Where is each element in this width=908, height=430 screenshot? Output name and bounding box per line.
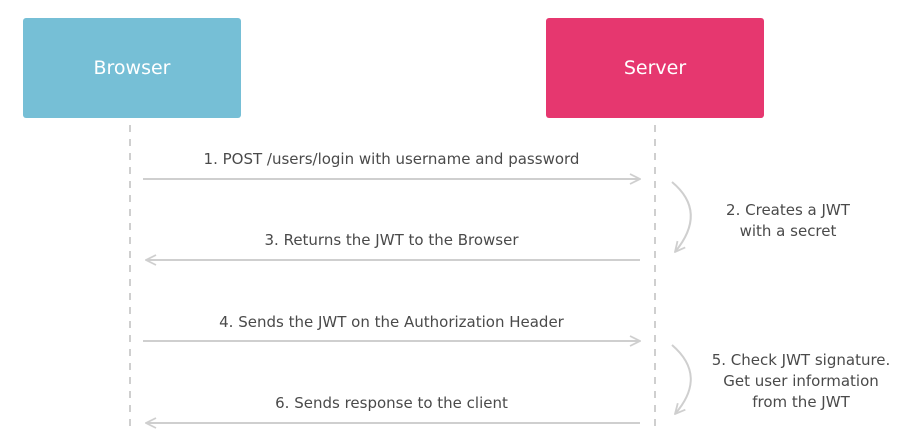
note-check-signature-line1: 5. Check JWT signature. [711,351,891,369]
self-arrow-2 [671,181,692,252]
self-arrow-5 [671,344,692,414]
server-participant: Server [546,18,764,118]
message-label-3: 3. Returns the JWT to the Browser [264,231,519,249]
note-create-jwt-line1: 2. Creates a JWT [726,201,850,219]
message-label-1: 1. POST /users/login with username and p… [203,150,580,168]
note-create-jwt-line2: with a secret [739,222,837,240]
browser-label: Browser [93,57,171,79]
note-check-signature-line2: Get user information [723,372,879,390]
server-label: Server [623,57,687,79]
browser-participant: Browser [23,18,241,118]
note-check-signature: 5. Check JWT signature. Get user informa… [700,350,902,413]
message-label-4: 4. Sends the JWT on the Authorization He… [219,313,564,331]
note-check-signature-line3: from the JWT [752,393,850,411]
note-create-jwt: 2. Creates a JWT with a secret [700,200,876,242]
message-label-6: 6. Sends response to the client [275,394,508,412]
